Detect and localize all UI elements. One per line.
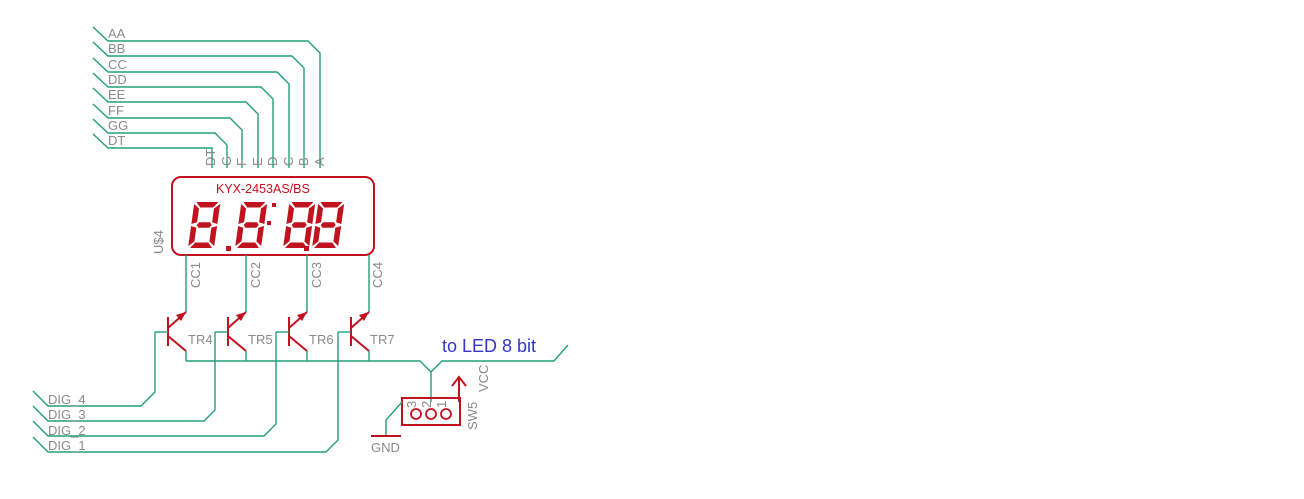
colon-dot bbox=[272, 203, 276, 207]
switch-body bbox=[401, 397, 461, 426]
switch-pin-1: 1 bbox=[434, 401, 449, 408]
display-segment bbox=[238, 204, 247, 224]
pin-label-cc2: CC2 bbox=[248, 262, 263, 288]
segment-bus-wires bbox=[92, 26, 321, 168]
bus-label-gg: GG bbox=[108, 118, 128, 133]
display-ref: U$4 bbox=[151, 230, 166, 254]
transistor-tr6: TR6 bbox=[276, 311, 334, 352]
display-digits bbox=[188, 202, 345, 251]
pin-label-dt: DT bbox=[203, 149, 218, 166]
display-segment bbox=[209, 226, 218, 246]
display-segment bbox=[312, 226, 321, 246]
bus-label-bb: BB bbox=[108, 41, 125, 56]
digit-wires: DIG_4 DIG_3 DIG_2 DIG_1 bbox=[32, 332, 339, 453]
display-segment bbox=[235, 226, 244, 246]
display-segment bbox=[333, 226, 342, 246]
transistor-label-tr4: TR4 bbox=[188, 332, 213, 347]
pin-label-cc3: CC3 bbox=[309, 262, 324, 288]
digit-label-1: DIG_1 bbox=[48, 438, 86, 453]
pin-label-g: G bbox=[219, 156, 234, 166]
bus-label-dt: DT bbox=[108, 133, 125, 148]
digit-label-4: DIG_4 bbox=[48, 392, 86, 407]
switch-sw5: 3 2 1 SW5 VCC GND bbox=[371, 365, 491, 455]
colon-dot bbox=[267, 221, 271, 225]
net-label-to-led: to LED 8 bit bbox=[442, 336, 536, 356]
decimal-point bbox=[226, 246, 231, 251]
bus-label-cc: CC bbox=[108, 57, 127, 72]
pin-label-a: A bbox=[312, 157, 327, 166]
display-segment bbox=[191, 204, 200, 224]
display-segment bbox=[320, 202, 343, 208]
pin-label-c: C bbox=[281, 157, 296, 166]
common-pins: CC1 CC2 CC3 CC4 bbox=[185, 255, 385, 312]
display-segment bbox=[336, 204, 345, 224]
pin-label-b: B bbox=[296, 157, 311, 166]
bus-label-ff: FF bbox=[108, 103, 124, 118]
display-segment bbox=[196, 202, 219, 208]
display-segment bbox=[256, 226, 265, 246]
display-segment bbox=[237, 242, 259, 248]
digit-label-3: DIG_3 bbox=[48, 407, 86, 422]
display-segment bbox=[314, 242, 336, 248]
pin-label-cc4: CC4 bbox=[370, 262, 385, 288]
display-segment bbox=[315, 204, 324, 224]
display-segment bbox=[190, 242, 212, 248]
display-segment bbox=[283, 226, 292, 246]
bus-labels: AA BB CC DD EE FF GG DT bbox=[108, 26, 128, 148]
transistor-tr7: TR7 bbox=[338, 311, 395, 352]
display-body bbox=[171, 176, 375, 256]
seven-segment-display: KYX-2453AS/BS U$4 bbox=[151, 176, 375, 256]
display-part-name: KYX-2453AS/BS bbox=[216, 182, 310, 196]
switch-pin-2: 2 bbox=[419, 401, 434, 408]
bus-label-dd: DD bbox=[108, 72, 127, 87]
vcc-arrow-icon bbox=[451, 375, 467, 387]
display-segment bbox=[291, 202, 314, 208]
bus-label-aa: AA bbox=[108, 26, 126, 41]
transistor-label-tr5: TR5 bbox=[248, 332, 273, 347]
transistor-label-tr6: TR6 bbox=[309, 332, 334, 347]
transistor-label-tr7: TR7 bbox=[370, 332, 395, 347]
supply-label-vcc: VCC bbox=[476, 365, 491, 392]
digit-label-2: DIG_2 bbox=[48, 423, 86, 438]
display-segment bbox=[304, 226, 313, 246]
pin-label-d: D bbox=[265, 157, 280, 166]
display-segment bbox=[243, 202, 266, 208]
segment-pin-labels: DT G F E D C B A bbox=[203, 149, 327, 166]
switch-pin-3: 3 bbox=[404, 401, 419, 408]
display-segment bbox=[196, 222, 212, 228]
pin-label-cc1: CC1 bbox=[188, 262, 203, 288]
display-segment bbox=[259, 204, 268, 224]
transistor-tr5: TR5 bbox=[215, 311, 273, 352]
display-segment bbox=[188, 226, 197, 246]
display-segment bbox=[286, 204, 295, 224]
switch-ref: SW5 bbox=[465, 402, 480, 430]
ground-label: GND bbox=[371, 440, 400, 455]
transistor-tr4: TR4 bbox=[155, 311, 213, 352]
display-segment bbox=[212, 204, 221, 224]
bus-label-ee: EE bbox=[108, 87, 126, 102]
display-segment bbox=[291, 222, 307, 228]
display-segment bbox=[243, 222, 259, 228]
display-segment bbox=[307, 204, 316, 224]
display-segment bbox=[320, 222, 336, 228]
decimal-point bbox=[304, 246, 309, 251]
transistors: TR4 TR5 TR6 TR7 bbox=[155, 311, 395, 352]
pin-label-f: F bbox=[234, 158, 249, 166]
display-segment bbox=[285, 242, 307, 248]
pin-label-e: E bbox=[250, 157, 265, 166]
